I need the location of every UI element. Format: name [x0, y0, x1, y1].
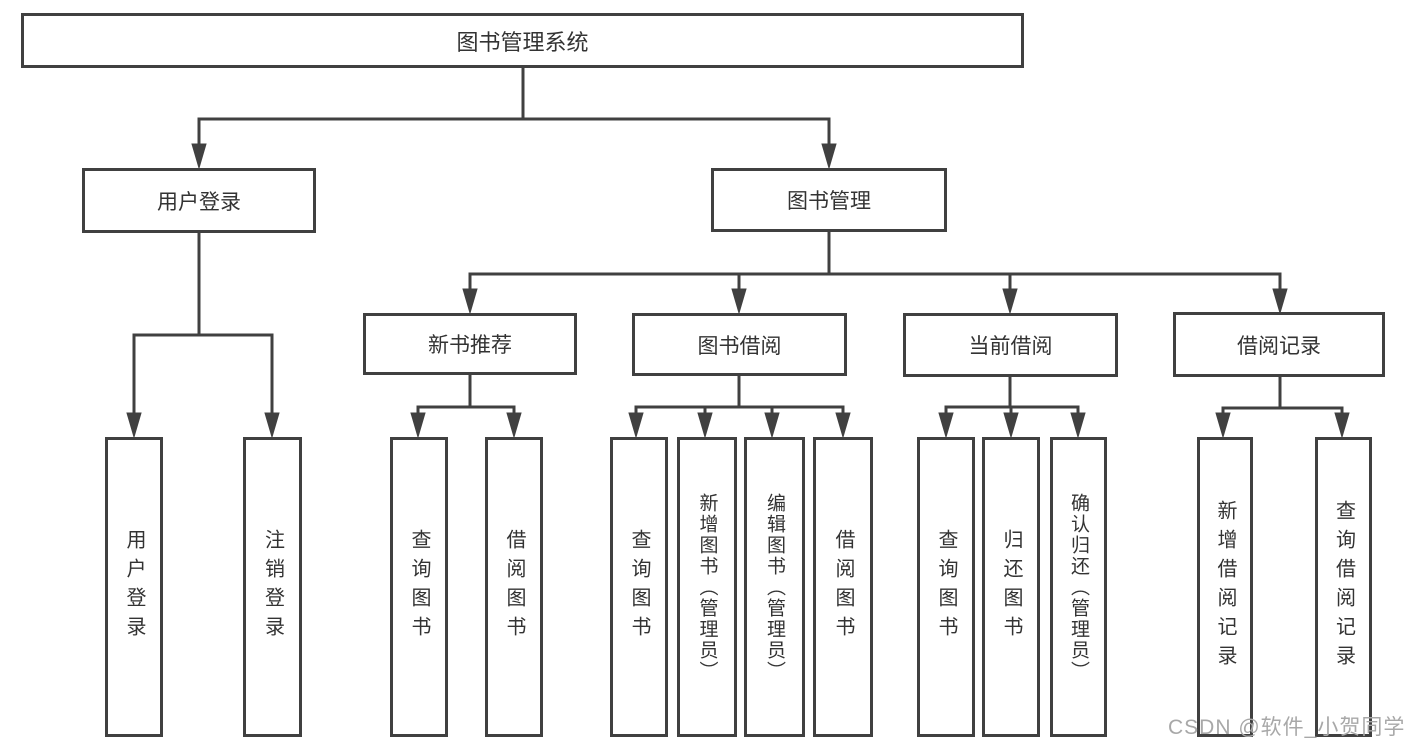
node-bw-edit-books-admin: 编辑图书（管理员） [744, 437, 805, 737]
node-new-book-recommendation: 新书推荐 [363, 313, 577, 375]
node-cb-query-books: 查询图书 [917, 437, 975, 737]
node-cb-return-books: 归还图书 [982, 437, 1040, 737]
node-cb-confirm-return-admin: 确认归还（管理员） [1050, 437, 1107, 737]
node-user-login: 用户登录 [82, 168, 316, 233]
node-nb-borrow-books: 借阅图书 [485, 437, 543, 737]
node-bw-query-books: 查询图书 [610, 437, 668, 737]
node-borrowing-records: 借阅记录 [1173, 312, 1385, 377]
node-bw-add-books-admin: 新增图书（管理员） [677, 437, 737, 737]
node-book-management: 图书管理 [711, 168, 947, 232]
node-book-borrowing: 图书借阅 [632, 313, 847, 376]
node-nb-query-books: 查询图书 [390, 437, 448, 737]
watermark-text: CSDN @软件_小贺同学 [1168, 716, 1405, 739]
node-current-borrowing: 当前借阅 [903, 313, 1118, 377]
node-bw-borrow-books: 借阅图书 [813, 437, 873, 737]
node-library-management-system: 图书管理系统 [21, 13, 1024, 68]
node-user-login-leaf: 用户登录 [105, 437, 163, 737]
node-rec-query-record: 查询借阅记录 [1315, 437, 1372, 737]
node-rec-add-record: 新增借阅记录 [1197, 437, 1253, 737]
node-logout: 注销登录 [243, 437, 302, 737]
